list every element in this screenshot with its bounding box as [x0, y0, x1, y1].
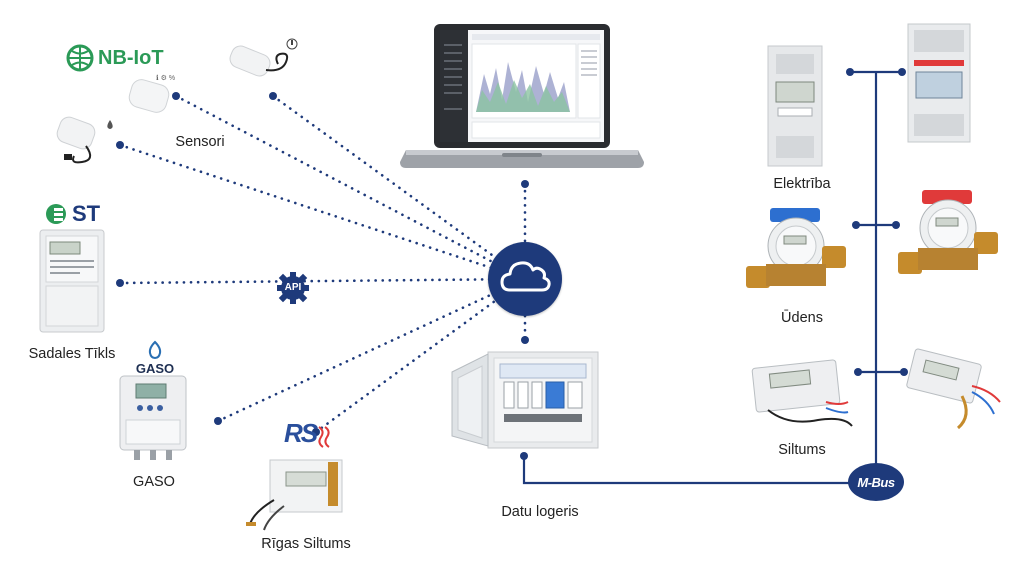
mbus-bus-lines	[522, 70, 904, 485]
laptop-dashboard	[400, 24, 644, 168]
node-sensor-lower	[116, 141, 124, 149]
heat-meter-siltums-2	[906, 348, 1001, 430]
line-sadales-tikls	[118, 277, 527, 285]
label-gaso: GASO	[133, 474, 175, 490]
label-rigas-siltums: Rīgas Siltums	[261, 536, 351, 552]
sensor-device-top	[229, 38, 298, 77]
line-sensor-lower	[118, 143, 527, 281]
label-sadales-tikls: Sadales Tīkls	[28, 346, 116, 362]
gaso-logo-text: GASO	[135, 361, 175, 376]
nbiot-logo-text: NB-IoT	[98, 46, 164, 69]
node-siltums-right	[900, 368, 908, 376]
connection-nodes	[116, 68, 908, 460]
label-siltums: Siltums	[778, 442, 826, 458]
mbus-badge: M-Bus	[848, 463, 904, 501]
label-sensori: Sensori	[175, 134, 225, 150]
line-gaso	[216, 277, 527, 423]
st-logo-text: ST	[72, 201, 101, 226]
node-elektriba-left	[846, 68, 854, 76]
data-logger-cabinet	[451, 351, 599, 449]
st-logo-mark	[46, 204, 66, 224]
api-badge: API	[276, 271, 310, 305]
node-sadales-tikls	[116, 279, 124, 287]
label-udens: Ūdens	[781, 310, 823, 326]
droplet-icon	[107, 120, 113, 129]
label-datu-logeris: Datu logeris	[501, 504, 579, 520]
heat-meter-rigas	[246, 459, 343, 531]
node-udens-right	[892, 221, 900, 229]
mbus-line-logger	[522, 456, 850, 485]
gaso-logo: GASO	[132, 340, 178, 378]
electricity-meter-digital	[907, 23, 971, 143]
water-meter-hot	[898, 190, 998, 274]
sensor-device-lower	[56, 116, 113, 164]
node-sensor-top	[269, 92, 277, 100]
node-logger-top	[521, 336, 529, 344]
smart-electricity-meter	[39, 229, 105, 333]
svg-text:ℹ ⚙ %: ℹ ⚙ %	[156, 74, 175, 82]
node-udens-left	[852, 221, 860, 229]
label-elektriba: Elektrība	[773, 176, 831, 192]
water-meter-cold	[746, 208, 846, 288]
rs-logo: RS	[284, 418, 331, 449]
api-label: API	[284, 282, 302, 293]
line-rigas-siltums	[314, 277, 527, 434]
cloud-hub	[488, 242, 562, 316]
cloud-icon	[500, 261, 551, 292]
electricity-meter-din	[767, 45, 823, 167]
node-rigas-siltums	[312, 428, 320, 436]
flame-icon	[148, 340, 162, 360]
node-gaso	[214, 417, 222, 425]
node-elektriba-right	[898, 68, 906, 76]
node-logger-bottom	[520, 452, 528, 460]
node-siltums-left	[854, 368, 862, 376]
globe-icon	[66, 44, 94, 72]
node-sensor-middle	[172, 92, 180, 100]
heat-meter-siltums-1	[751, 359, 853, 427]
rs-logo-wave	[318, 426, 330, 448]
gas-meter	[119, 375, 187, 460]
st-logo: ST	[45, 201, 100, 227]
line-sensor-top	[271, 94, 527, 281]
rs-logo-text: RS	[284, 418, 318, 448]
node-laptop	[521, 180, 529, 188]
nbiot-logo: NB-IoT	[66, 44, 164, 72]
sensor-device-middle: ℹ ⚙ %	[128, 74, 175, 113]
gear-icon	[277, 272, 309, 304]
